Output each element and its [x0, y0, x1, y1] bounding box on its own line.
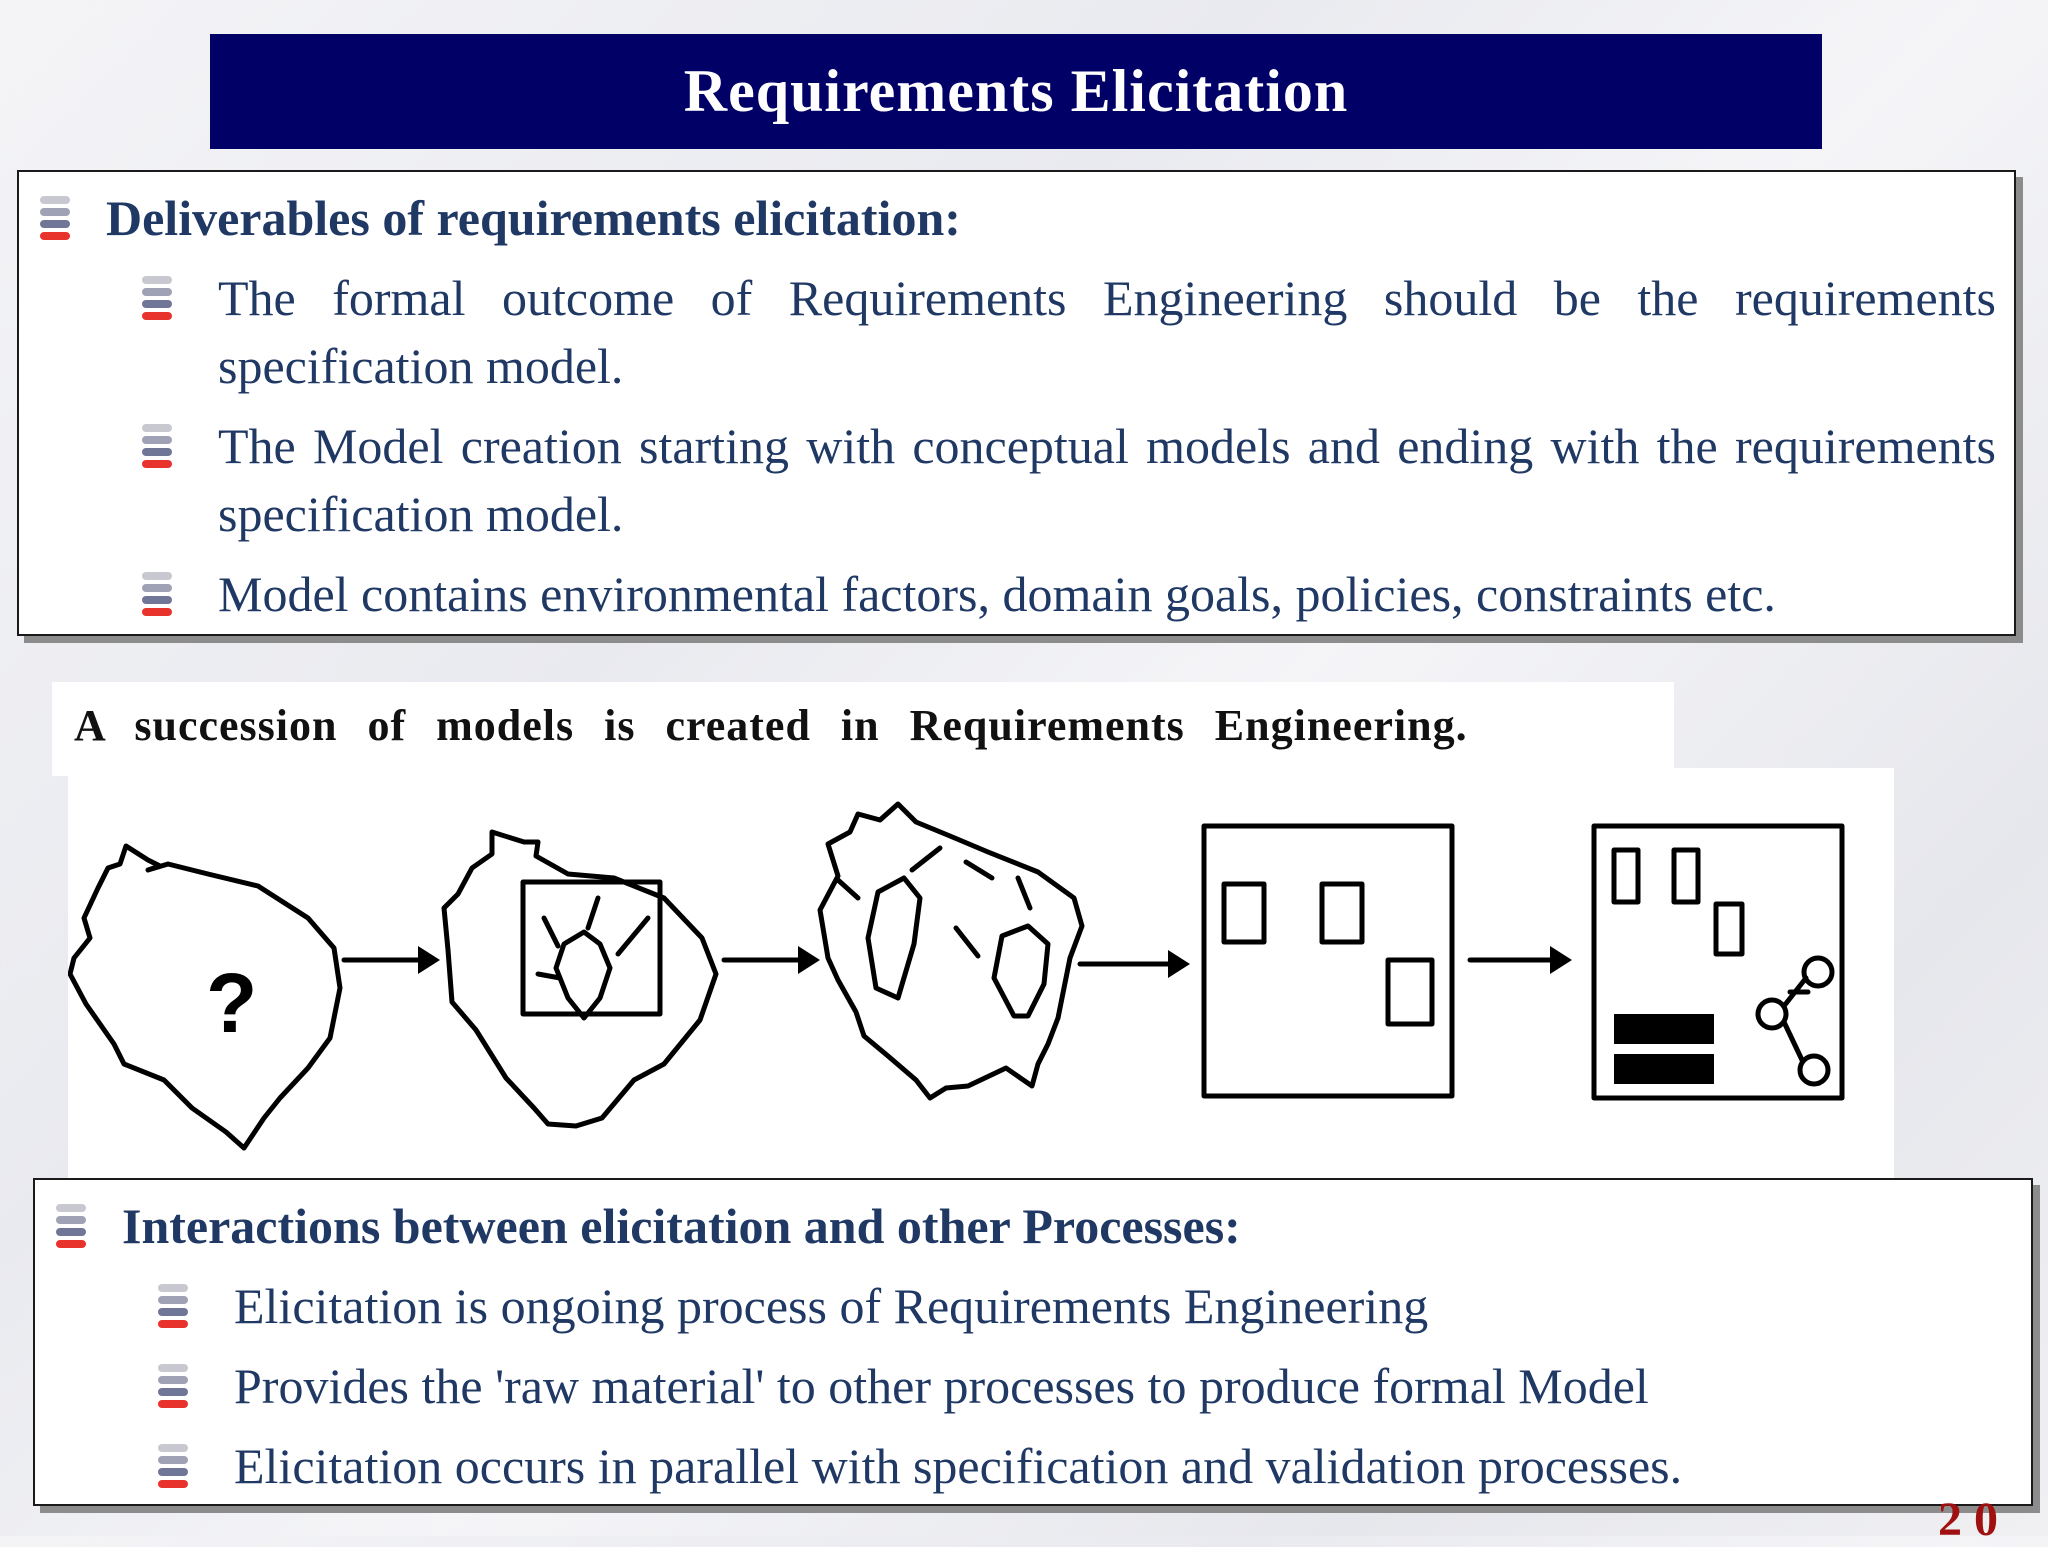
- interactions-item-text: Provides the 'raw material' to other pro…: [234, 1358, 1649, 1414]
- deliverables-item-text: The Model creation starting with concept…: [218, 418, 1996, 542]
- bullet-icon: [142, 268, 172, 328]
- interactions-item-text: Elicitation occurs in parallel with spec…: [234, 1438, 1683, 1494]
- slide-title: Requirements Elicitation: [210, 34, 1822, 149]
- deliverables-heading-row: Deliverables of requirements elicitation…: [40, 188, 2000, 248]
- conceptual-blob-1: [68, 843, 343, 1151]
- deliverables-item-text: The formal outcome of Requirements Engin…: [218, 270, 1996, 394]
- deliverables-heading: Deliverables of requirements elicitation…: [106, 190, 961, 246]
- page-number: 2 0: [1938, 1493, 1998, 1546]
- deliverables-panel: [17, 170, 2016, 636]
- figure-caption-box: [52, 682, 1674, 776]
- structured-model-box: [1201, 823, 1455, 1099]
- bullet-icon: [142, 416, 172, 476]
- deliverables-item: Model contains environmental factors, do…: [142, 560, 2002, 628]
- interactions-heading-row: Interactions between elicitation and oth…: [56, 1196, 2016, 1256]
- bullet-icon: [142, 564, 172, 624]
- model-succession-diagram: ?: [68, 768, 1894, 1178]
- interactions-item: Elicitation is ongoing process of Requir…: [158, 1272, 2018, 1340]
- bullet-icon: [158, 1276, 188, 1336]
- focus-rect-2: [520, 879, 663, 1017]
- text-block-icon: [1614, 1054, 1714, 1084]
- specification-model-box: [1591, 823, 1845, 1101]
- deliverables-item-text: Model contains environmental factors, do…: [218, 566, 1776, 622]
- figure-caption: A succession of models is created in Req…: [74, 701, 1468, 750]
- interactions-item: Provides the 'raw material' to other pro…: [158, 1352, 2018, 1420]
- conceptual-blob-3: [817, 801, 1085, 1101]
- interactions-panel: [33, 1178, 2033, 1506]
- bullet-icon: [56, 1196, 86, 1256]
- deliverables-item: The Model creation starting with concept…: [142, 412, 1997, 548]
- interactions-item-text: Elicitation is ongoing process of Requir…: [234, 1278, 1429, 1334]
- text-block-icon: [1614, 1014, 1714, 1044]
- interactions-heading: Interactions between elicitation and oth…: [122, 1198, 1241, 1254]
- deliverables-item: The formal outcome of Requirements Engin…: [142, 264, 1997, 400]
- bullet-icon: [158, 1436, 188, 1496]
- bullet-icon: [158, 1356, 188, 1416]
- question-mark: ?: [206, 956, 257, 1050]
- interactions-item: Elicitation occurs in parallel with spec…: [158, 1432, 2018, 1500]
- conceptual-blob-2: [441, 829, 719, 1129]
- bullet-icon: [40, 188, 70, 248]
